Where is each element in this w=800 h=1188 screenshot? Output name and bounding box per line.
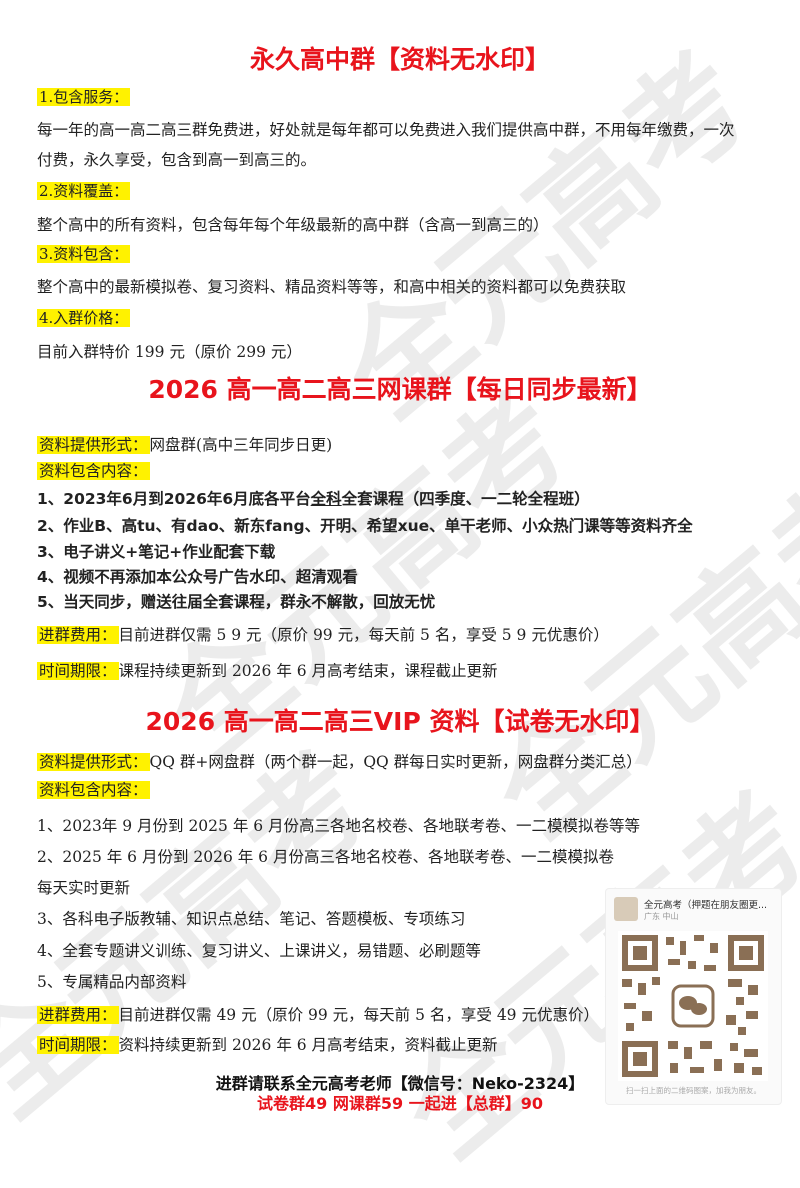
section3-item-4: 4、全套专题讲义训练、复习讲义、上课讲义，易错题、必刷题等 — [37, 942, 481, 960]
section2-content-label: 资料包含内容： — [37, 462, 150, 480]
section3-title: 2026 高一高二高三VIP 资料【试卷无水印】 — [145, 707, 655, 736]
section2-item-3: 3、电子讲义+笔记+作业配套下载 — [37, 543, 276, 561]
section2-item-1-text: 1、2023年6月到2026年6月底各平台 — [37, 490, 311, 508]
section2-time-label: 时间期限： — [37, 662, 119, 680]
section1-text-price: 目前入群特价 199 元（原价 299 元） — [37, 343, 302, 361]
avatar — [614, 897, 638, 921]
section2-item-4: 4、视频不再添加本公众号广告水印、超清观看 — [37, 568, 358, 586]
footer-prices: 试卷群49 网课群59 一起进【总群】90 — [257, 1094, 543, 1113]
section1-label-coverage: 2.资料覆盖： — [37, 182, 131, 200]
section3-fee-value: 目前进群仅需 49 元（原价 99 元，每天前 5 名，享受 49 元优惠价） — [118, 1006, 599, 1024]
section2-item-2: 2、作业B、高tu、有dao、新东fang、开明、希望xue、单干老师、小众热门… — [37, 517, 693, 535]
section1-text-coverage: 整个高中的所有资料，包含每年每个年级最新的高中群（含高一到高三的） — [37, 216, 549, 234]
qr-code-icon — [618, 931, 768, 1081]
section1-title: 永久高中群【资料无水印】 — [249, 45, 550, 74]
section2-item-1-underline: 全科 — [310, 490, 342, 508]
section2-item-5: 5、当天同步，赠送往届全套课程，群永不解散，回放无忧 — [37, 593, 436, 611]
section2-time-value: 课程持续更新到 2026 年 6 月高考结束，课程截止更新 — [118, 662, 498, 680]
section3-form-label: 资料提供形式： — [37, 753, 150, 771]
section3-fee-label: 进群费用： — [37, 1006, 119, 1024]
section3-fee-row: 进群费用：目前进群仅需 49 元（原价 99 元，每天前 5 名，享受 49 元… — [37, 1003, 599, 1025]
section3-item-5: 5、专属精品内部资料 — [37, 973, 187, 991]
section3-content-label: 资料包含内容： — [37, 781, 150, 799]
section2-title: 2026 高一高二高三网课群【每日同步最新】 — [148, 375, 652, 404]
section1-text-includes: 整个高中的最新模拟卷、复习资料、精品资料等等，和高中相关的资料都可以免费获取 — [37, 278, 627, 296]
section3-time-row: 时间期限：资料持续更新到 2026 年 6 月高考结束，资料截止更新 — [37, 1033, 498, 1055]
section2-fee-value: 目前进群仅需 5 9 元（原价 99 元，每天前 5 名，享受 5 9 元优惠价… — [118, 626, 609, 644]
section3-item-2: 2、2025 年 6 月份到 2026 年 6 月份高三各地名校卷、各地联考卷、… — [37, 848, 614, 866]
section2-fee-row: 进群费用：目前进群仅需 5 9 元（原价 99 元，每天前 5 名，享受 5 9… — [37, 623, 609, 645]
wechat-qr-card: 全元高考（押题在朋友圈更... 广东 中山 扫一扫上面的二维码图案，加我为朋友。 — [605, 888, 782, 1105]
qr-account-name: 全元高考（押题在朋友圈更... — [644, 900, 768, 911]
section2-form-row: 资料提供形式：网盘群(高中三年同步日更) — [37, 433, 332, 455]
qr-location: 广东 中山 — [644, 912, 679, 921]
section3-time-label: 时间期限： — [37, 1036, 119, 1054]
section1-label-includes: 3.资料包含： — [37, 245, 131, 263]
section3-form-row: 资料提供形式：QQ 群+网盘群（两个群一起，QQ 群每日实时更新，网盘群分类汇总… — [37, 750, 642, 772]
section2-form-value: 网盘群(高中三年同步日更) — [149, 436, 333, 454]
section3-item-2b: 每天实时更新 — [37, 879, 131, 897]
section3-time-value: 资料持续更新到 2026 年 6 月高考结束，资料截止更新 — [118, 1036, 498, 1054]
section3-form-value: QQ 群+网盘群（两个群一起，QQ 群每日实时更新，网盘群分类汇总） — [149, 753, 642, 771]
footer-contact: 进群请联系全元高考老师【微信号：Neko-2324】 — [215, 1074, 585, 1093]
section1-text-services-2: 付费，永久享受，包含到高一到高三的。 — [37, 151, 317, 169]
section2-time-row: 时间期限：课程持续更新到 2026 年 6 月高考结束，课程截止更新 — [37, 659, 498, 681]
section1-label-price: 4.入群价格： — [37, 309, 131, 327]
section3-item-3: 3、各科电子版教辅、知识点总结、笔记、答题模板、专项练习 — [37, 910, 466, 928]
section3-item-1: 1、2023年 9 月份到 2025 年 6 月份高三各地名校卷、各地联考卷、一… — [37, 817, 641, 835]
section1-text-services-1: 每一年的高一高二高三群免费进，好处就是每年都可以免费进入我们提供高中群，不用每年… — [37, 121, 735, 139]
section2-fee-label: 进群费用： — [37, 626, 119, 644]
section2-item-1-rest: 全套课程（四季度、一二轮全程班） — [341, 490, 590, 508]
section2-item-1: 1、2023年6月到2026年6月底各平台全科全套课程（四季度、一二轮全程班） — [37, 487, 590, 509]
section1-label-services: 1.包含服务： — [37, 88, 131, 106]
section2-form-label: 资料提供形式： — [37, 436, 150, 454]
qr-footer-text: 扫一扫上面的二维码图案，加我为朋友。 — [626, 1086, 761, 1095]
